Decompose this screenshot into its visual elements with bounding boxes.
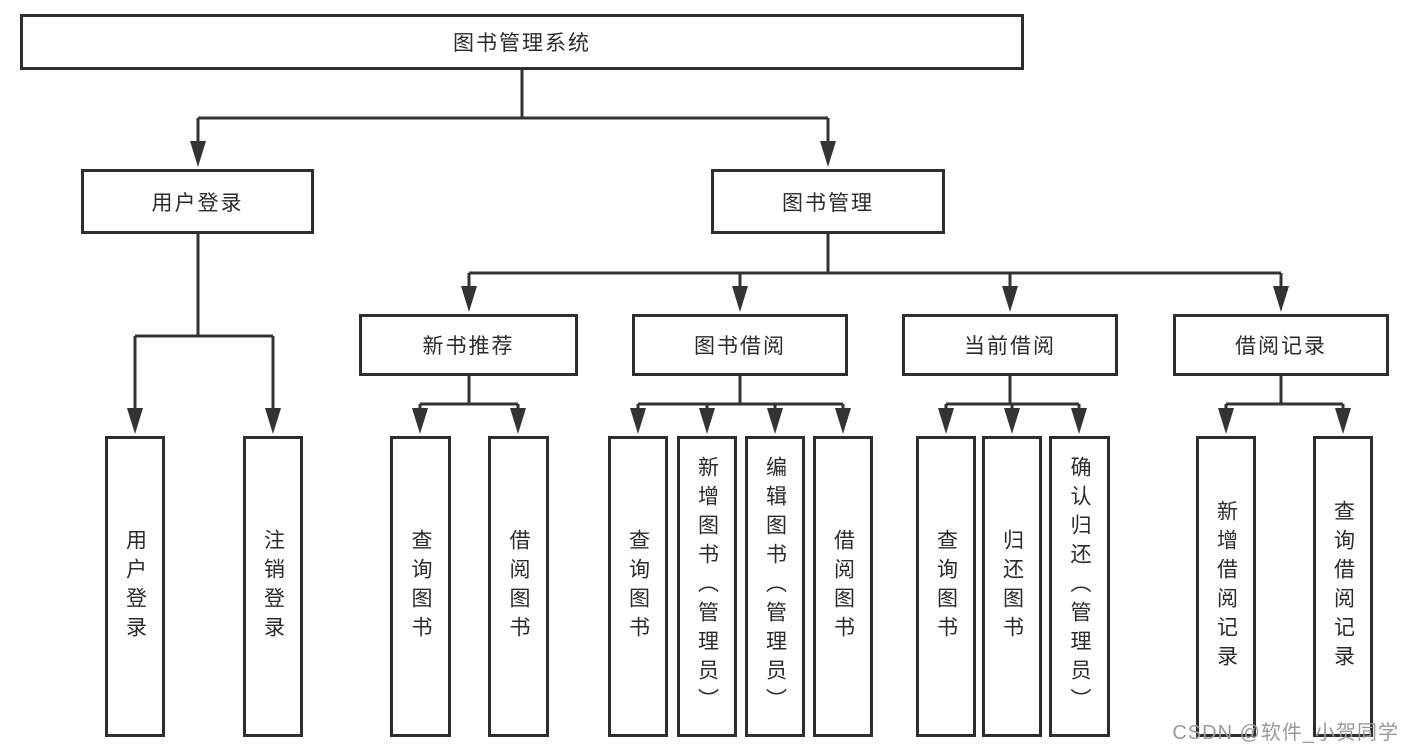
node-label: 图书借阅 — [694, 335, 786, 358]
node-current-borrowing: 当前借阅 — [902, 314, 1118, 376]
node-borrowing-records: 借阅记录 — [1173, 314, 1389, 376]
leaf-cb-confirm-return-admin: 确认归还（管理员） — [1049, 436, 1110, 737]
node-label: 用户登录 — [123, 528, 147, 645]
node-label: 归还图书 — [1000, 528, 1024, 645]
node-library-management-system: 图书管理系统 — [20, 14, 1024, 70]
leaf-bb-query-books: 查询图书 — [608, 436, 668, 737]
node-new-book-recommendation: 新书推荐 — [359, 314, 578, 376]
node-label: 图书管理系统 — [453, 32, 591, 55]
node-label: 查询图书 — [934, 528, 958, 645]
node-book-borrowing: 图书借阅 — [632, 314, 848, 376]
leaf-cb-return-books: 归还图书 — [982, 436, 1042, 737]
node-user-login: 用户登录 — [81, 169, 314, 234]
leaf-nbr-borrow-books: 借阅图书 — [488, 436, 549, 737]
leaf-user-login: 用户登录 — [105, 436, 165, 737]
node-label: 查询图书 — [409, 528, 432, 645]
leaf-br-query-borrow-record: 查询借阅记录 — [1313, 436, 1373, 737]
node-label: 新书推荐 — [422, 335, 515, 358]
node-book-management: 图书管理 — [711, 169, 945, 234]
leaf-br-add-borrow-record: 新增借阅记录 — [1196, 436, 1256, 737]
leaf-bb-edit-books-admin: 编辑图书（管理员） — [745, 436, 805, 737]
leaf-bb-borrow-books: 借阅图书 — [813, 436, 873, 737]
node-label: 注销登录 — [261, 528, 285, 645]
node-label: 用户登录 — [151, 191, 244, 215]
leaf-nbr-query-books: 查询图书 — [390, 436, 451, 737]
watermark: CSDN @软件_小贺同学 — [1172, 722, 1399, 744]
leaf-logout-login: 注销登录 — [243, 436, 303, 737]
leaf-bb-add-books-admin: 新增图书（管理员） — [677, 436, 737, 737]
node-label: 借阅图书 — [831, 528, 855, 645]
node-label: 借阅记录 — [1235, 335, 1327, 358]
node-label: 借阅图书 — [507, 528, 530, 645]
node-label: 图书管理 — [782, 191, 874, 215]
leaf-cb-query-books: 查询图书 — [916, 436, 976, 737]
node-label: 当前借阅 — [964, 335, 1056, 358]
node-label: 确认归还（管理员） — [1068, 456, 1091, 717]
node-label: 查询借阅记录 — [1331, 499, 1355, 674]
node-label: 编辑图书（管理员） — [763, 456, 787, 717]
node-label: 查询图书 — [626, 528, 650, 645]
node-label: 新增借阅记录 — [1214, 499, 1238, 674]
node-label: 新增图书（管理员） — [695, 456, 719, 717]
